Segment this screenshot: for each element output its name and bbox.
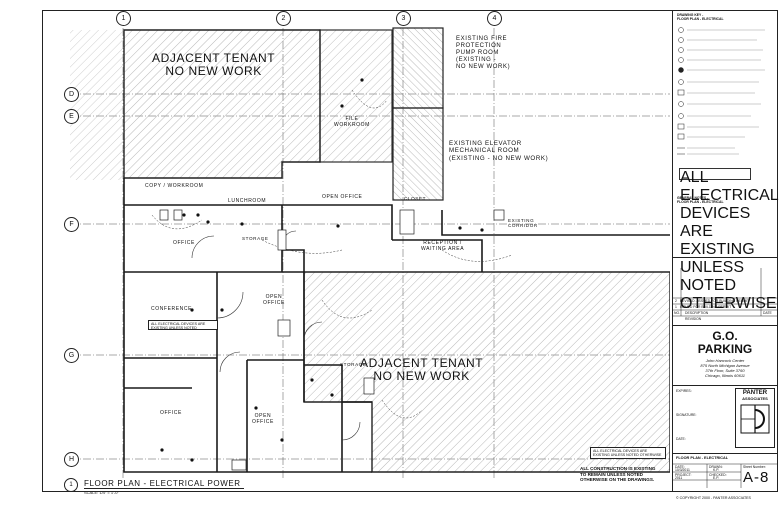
legend-note-box: ALL ELECTRICAL DEVICES ARE EXISTING UNLE… (679, 168, 779, 312)
grid-bubble-D: D (64, 87, 79, 102)
sheet-info-section: FLOOR PLAN - ELECTRICAL DATE: 10/3/2011 … (673, 454, 777, 492)
revision-header-description: DESCRIPTION (685, 310, 709, 315)
plan-note-existing-devices: ALL ELECTRICAL DEVICES ARE EXISTING UNLE… (148, 320, 218, 330)
grid-bubble-1: 1 (116, 11, 131, 26)
existing-corridor-label: EXISTING CORRIDOR (508, 218, 538, 229)
revision-row-1: 1 ISSUED FOR BUILDING PERMIT (675, 304, 732, 309)
project-name: G.O. PARKING (697, 329, 753, 356)
adjacent-tenant-bottom-label: ADJACENT TENANT NO NEW WORK (360, 356, 484, 383)
sheet-drawn: K.P. (713, 468, 719, 472)
firm-name: PANTER ASSOCIATES (742, 390, 768, 401)
room-copy-workroom: COPY / WORKROOM (145, 183, 204, 189)
grid-bubble-4: 4 (487, 11, 502, 26)
sheet-title: FLOOR PLAN - ELECTRICAL (676, 456, 729, 460)
sheet-border (42, 10, 778, 492)
firm-section: EXPIRES: SIGNATURE: DATE: PANTER ASSOCIA… (673, 386, 777, 454)
grid-bubble-F: F (64, 217, 79, 232)
sheet-checked: E.P. (713, 476, 719, 480)
sheet-date: 10/3/2011 (675, 468, 690, 472)
room-closet: CLOSET (404, 196, 426, 201)
grid-bubble-2: 2 (276, 11, 291, 26)
general-notes-header: GENERAL NOTES - FLOOR PLAN - ELECTRICAL (677, 196, 724, 205)
sheet-checked-label: CHECKED: (709, 473, 727, 477)
room-office-1: OFFICE (173, 240, 195, 246)
revision-table-lines (673, 268, 777, 317)
room-open-office-3: OPEN OFFICE (252, 413, 274, 425)
room-office-2: OFFICE (160, 410, 182, 416)
firm-date-label: DATE: (676, 437, 686, 441)
title-block: DRAWING KEY - FLOOR PLAN - ELECTRICAL (672, 10, 779, 492)
grid-bubble-3: 3 (396, 11, 411, 26)
plan-note-existing-devices-2: ALL ELECTRICAL DEVICES ARE EXISTING UNLE… (590, 447, 666, 459)
room-open-office-1: OPEN OFFICE (322, 194, 363, 200)
sheet-drawn-label: DRAWN: (709, 465, 723, 469)
room-reception: RECEPTION / WAITING AREA (421, 240, 465, 252)
fire-pump-room-label: EXISTING FIRE PROTECTION PUMP ROOM (EXIS… (456, 36, 511, 70)
adjacent-tenant-top-label: ADJACENT TENANT NO NEW WORK (152, 51, 276, 78)
room-storage-1: STORAGE (242, 236, 269, 241)
sheet-info-lines (673, 463, 777, 488)
revision-section: 2 REVISED - ISSUED FOR BUILDING PERMIT 1… (673, 268, 777, 326)
sheet-date-label: DATE: (675, 465, 685, 469)
drawing-title-underline (84, 488, 244, 489)
firm-expires-label: EXPIRES: (676, 389, 692, 393)
revision-row-2: 2 REVISED - ISSUED FOR BUILDING PERMIT (675, 298, 750, 303)
room-storage-2: STORAGE (340, 362, 367, 367)
drawing-scale: SCALE: 1/4" = 1'-0" (84, 490, 119, 495)
drawing-title: FLOOR PLAN - ELECTRICAL POWER (84, 479, 241, 488)
project-address: John Hancock Center 875 North Michigan A… (700, 358, 750, 378)
room-lunchroom: LUNCHROOM (228, 198, 267, 204)
plan-note-construction-existing: ALL CONSTRUCTION IS EXISTING TO REMAIN U… (580, 466, 656, 483)
floor-plan (70, 27, 670, 480)
legend-header: DRAWING KEY - FLOOR PLAN - ELECTRICAL (677, 13, 724, 22)
revision-header-date: DATE (763, 310, 772, 315)
grid-bubble-E: E (64, 109, 79, 124)
revision-footer: REVISION (685, 317, 702, 321)
revision-header-no: NO. (674, 310, 681, 315)
sheet-number-label: Sheet Number: (743, 465, 766, 469)
legend-section: DRAWING KEY - FLOOR PLAN - ELECTRICAL (673, 10, 779, 312)
firm-logo-icon (740, 404, 770, 434)
sheet-project-label: PROJECT: (675, 473, 692, 477)
legend-symbols (677, 27, 765, 155)
room-open-office-2: OPEN OFFICE (263, 294, 285, 306)
project-section: G.O. PARKING John Hancock Center 875 Nor… (673, 326, 777, 386)
grid-bubble-G: G (64, 348, 79, 363)
elevator-room-label: EXISTING ELEVATOR MECHANICAL ROOM (EXIST… (449, 140, 549, 162)
grid-bubble-H: H (64, 452, 79, 467)
sheet-project-no: 2011 (675, 476, 683, 480)
room-conference: CONFERENCE (151, 306, 193, 312)
copyright: © COPYRIGHT 2000 - PANTER ASSOCIATES (676, 496, 751, 500)
sheet-number: A-8 (743, 469, 770, 486)
firm-logo-panel: PANTER ASSOCIATES (735, 388, 775, 448)
room-file-workroom: FILE WORKROOM (334, 116, 370, 128)
firm-signature-label: SIGNATURE: (676, 413, 697, 417)
